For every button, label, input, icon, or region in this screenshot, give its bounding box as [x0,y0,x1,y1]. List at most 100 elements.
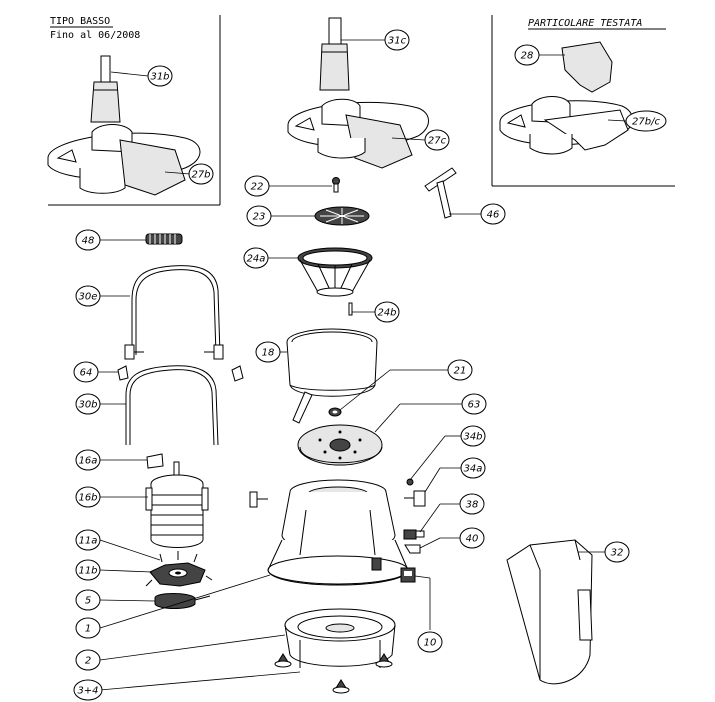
part-10 [400,567,416,583]
part-64 [117,365,244,382]
callout-3-4: 3+4 [73,679,103,701]
callout-40: 40 [459,527,485,549]
svg-text:31b: 31b [150,72,169,83]
svg-text:28: 28 [521,51,534,62]
part-48 [145,233,183,245]
callout-11b: 11b [75,559,101,581]
svg-text:1: 1 [85,624,91,635]
panel-particolare-testata: PARTICOLARE TESTATA [491,15,675,187]
svg-text:40: 40 [466,534,479,545]
svg-text:24b: 24b [377,308,396,319]
svg-text:10: 10 [424,638,437,649]
callout-11a: 11a [75,529,101,551]
svg-text:27b: 27b [191,170,210,181]
part-16b [145,461,209,548]
callout-46: 46 [480,203,506,225]
callout-23: 23 [246,205,272,227]
part-18 [286,328,378,424]
part-31b [90,55,121,123]
callout-16b: 16b [75,486,101,508]
svg-text:18: 18 [262,348,275,359]
part-16a [146,453,164,469]
part-22 [332,177,340,193]
part-3-4 [274,653,393,694]
part-34b [406,478,414,486]
svg-text:5: 5 [85,596,91,607]
svg-text:38: 38 [466,500,479,511]
svg-text:27b/c: 27b/c [632,117,660,128]
svg-text:11a: 11a [79,536,98,547]
callout-27c: 27c [424,129,450,151]
callout-31b: 31b [147,65,173,87]
svg-text:24a: 24a [247,254,266,265]
part-5 [154,593,211,609]
callout-34a: 34a [460,457,486,479]
svg-text:27c: 27c [428,136,447,147]
svg-text:63: 63 [468,400,481,411]
part-63 [297,424,383,466]
callouts: 31b 27b 31c 27c 28 27b/c 22 23 46 24a 24… [73,29,667,701]
callout-27b: 27b [188,163,214,185]
svg-text:30b: 30b [78,400,97,411]
callout-2: 2 [75,649,101,671]
svg-text:34a: 34a [464,464,483,475]
callout-64: 64 [73,361,99,383]
part-40 [404,544,421,554]
part-28 [561,41,613,93]
callout-34b: 34b [460,425,486,447]
part-2 [284,608,396,668]
callout-5: 5 [75,589,101,611]
svg-text:34b: 34b [463,432,482,443]
part-23 [314,206,370,226]
svg-text:21: 21 [454,366,467,377]
panel-left-title: TIPO BASSO [50,16,110,27]
svg-text:30e: 30e [79,292,98,303]
callout-27bc: 27b/c [625,110,667,132]
part-1 [267,479,409,586]
part-38 [403,529,425,540]
part-27c [287,98,429,169]
callout-22: 22 [244,175,270,197]
leader-lines [98,39,627,691]
callout-24b: 24b [374,301,400,323]
part-27bc [499,96,633,155]
svg-text:16b: 16b [78,493,97,504]
panel-right-title: PARTICOLARE TESTATA [528,18,642,29]
part-24b [348,302,353,316]
callout-10: 10 [417,631,443,653]
callout-1: 1 [75,617,101,639]
part-24a [297,247,373,297]
part-30e [124,265,224,360]
callout-32: 32 [604,541,630,563]
svg-text:23: 23 [253,212,266,223]
svg-text:22: 22 [251,182,264,193]
svg-text:2: 2 [85,656,91,667]
part-34a [404,490,426,507]
part-30b [125,365,219,446]
part-46 [424,167,457,219]
callout-63: 63 [461,393,487,415]
svg-text:11b: 11b [78,566,97,577]
callout-28: 28 [514,44,540,66]
svg-text:46: 46 [487,210,500,221]
svg-text:32: 32 [611,548,624,559]
svg-text:16a: 16a [79,456,98,467]
callout-18: 18 [255,341,281,363]
svg-text:3+4: 3+4 [77,686,98,697]
callout-21: 21 [447,359,473,381]
svg-text:48: 48 [82,236,95,247]
callout-48: 48 [75,229,101,251]
panel-left-subtitle: Fino al 06/2008 [50,30,140,41]
svg-text:31c: 31c [388,36,407,47]
panel-tipo-basso: TIPO BASSO Fino al 06/2008 [48,15,221,206]
part-27b [47,124,201,196]
part-connector [249,491,268,508]
part-21 [328,407,342,417]
callout-30e: 30e [75,285,101,307]
callout-30b: 30b [75,393,101,415]
callout-31c: 31c [384,29,410,51]
part-11 [145,551,213,587]
svg-text:64: 64 [80,368,93,379]
callout-38: 38 [459,493,485,515]
